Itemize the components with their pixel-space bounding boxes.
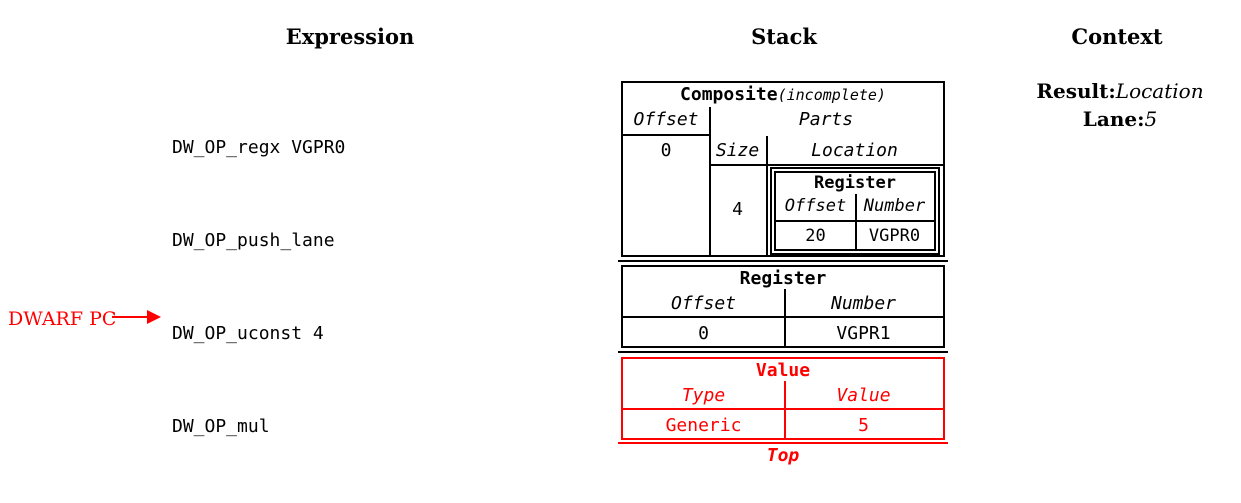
divider [623, 408, 943, 410]
composite-col-offset: Offset [633, 109, 699, 130]
register-number-value: VGPR1 [836, 323, 891, 344]
column-header-stack: Stack [751, 24, 817, 49]
divider [709, 164, 943, 166]
divider [776, 220, 934, 222]
register-offset-value: 0 [698, 323, 709, 344]
expression-op: DW_OP_mul [172, 416, 270, 437]
stack-top-label: Top [766, 445, 800, 466]
parts-col-location: Location [811, 140, 898, 161]
value-type-value: Generic [665, 415, 742, 436]
divider [623, 316, 943, 318]
part-size-value: 4 [732, 199, 743, 220]
nested-register-title: Register [814, 173, 896, 193]
parts-col-size: Size [715, 140, 760, 161]
nested-offset-value: 20 [805, 226, 826, 246]
register-col-offset: Offset [670, 293, 737, 314]
stack-entry-separator [618, 260, 948, 262]
nested-number-value: VGPR0 [868, 226, 921, 246]
stack-entry-composite: Composite(incomplete) Offset 0 Parts Siz… [621, 81, 945, 257]
value-title: Value [755, 360, 811, 381]
context-lane-label: Lane: [1082, 107, 1145, 131]
composite-offset-value: 0 [660, 140, 672, 161]
value-col-value: Value [836, 385, 891, 406]
context-lane-value: 5 [1144, 107, 1158, 131]
expression-op: DW_OP_regx VGPR0 [172, 137, 346, 158]
context-field-result: Result:Location [1036, 79, 1203, 103]
stack-entry-register: Register Offset Number 0 VGPR1 [621, 265, 945, 348]
expression-op-list: DW_OP_regx VGPR0 DW_OP_push_lane DW_OP_u… [172, 70, 345, 503]
dwarf-pc-label: DWARF PC [8, 308, 117, 330]
nested-col-offset: Offset [784, 196, 847, 216]
divider [709, 107, 711, 255]
value-col-type: Type [681, 385, 726, 406]
nested-col-number: Number [863, 196, 926, 216]
composite-col-parts: Parts [798, 109, 854, 130]
expression-op: DW_OP_push_lane [172, 230, 335, 251]
divider [623, 134, 709, 136]
context-result-label: Result: [1036, 79, 1116, 103]
context-result-value: Location [1115, 79, 1204, 103]
part-location-register: Register Offset Number 20 VGPR0 [770, 167, 940, 255]
value-value-value: 5 [858, 415, 869, 436]
register-col-number: Number [830, 293, 897, 314]
composite-title-text: Composite [680, 84, 778, 105]
composite-title-suffix: (incomplete) [777, 86, 886, 104]
divider [766, 136, 768, 255]
expression-op: DW_OP_uconst 4 [172, 323, 324, 344]
column-header-context: Context [1071, 24, 1163, 49]
composite-title: Composite(incomplete) [623, 85, 943, 105]
stack-entry-separator [618, 351, 948, 353]
arrow-right-icon [112, 316, 149, 318]
stack-entry-value: Value Type Value Generic 5 [621, 357, 945, 440]
register-title: Register [739, 268, 827, 289]
context-field-lane: Lane:5 [1083, 107, 1157, 131]
stack-top-separator [618, 442, 948, 444]
arrow-right-icon [147, 310, 161, 324]
column-header-expression: Expression [285, 24, 415, 49]
